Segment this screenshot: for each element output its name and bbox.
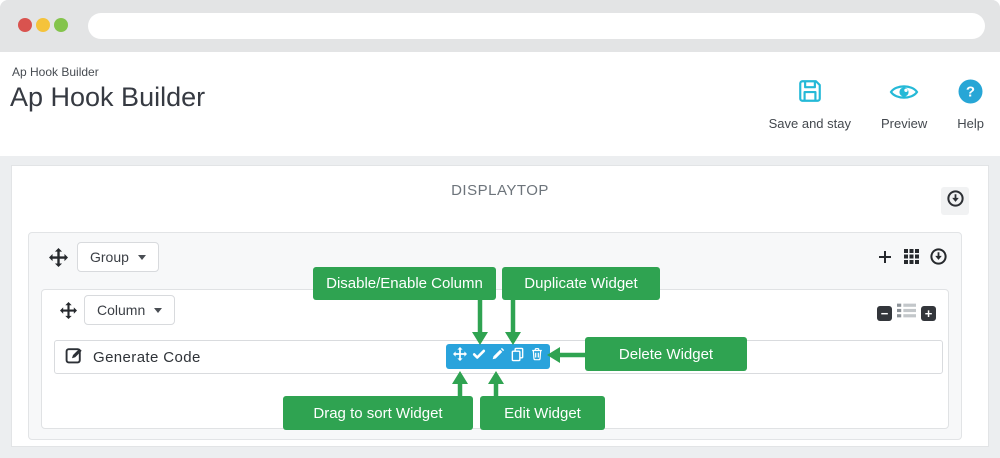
- address-bar-input[interactable]: [88, 13, 985, 39]
- callout-label: Duplicate Widget: [524, 275, 638, 292]
- shrink-column-button[interactable]: −: [877, 305, 892, 321]
- save-and-stay-label: Save and stay: [768, 116, 851, 131]
- edit-widget-button[interactable]: [491, 347, 505, 366]
- breadcrumb: Ap Hook Builder: [12, 65, 99, 79]
- callout-duplicate-widget: Duplicate Widget: [502, 267, 660, 300]
- callout-label: Edit Widget: [504, 404, 581, 422]
- help-label: Help: [957, 116, 984, 131]
- chevron-down-icon: [137, 254, 146, 260]
- page-title: Ap Hook Builder: [10, 82, 206, 112]
- trash-icon: [530, 347, 544, 366]
- toggle-widget-button[interactable]: [472, 347, 486, 366]
- edit-pencil-square-icon[interactable]: [65, 345, 84, 369]
- callout-label: Drag to sort Widget: [313, 404, 443, 422]
- add-column-button[interactable]: [877, 249, 893, 270]
- save-icon: [797, 78, 823, 109]
- column-list-button[interactable]: [897, 303, 916, 323]
- drag-widget-button[interactable]: [452, 347, 467, 366]
- move-icon: [60, 302, 77, 323]
- header-actions: Save and stay Preview ?: [769, 78, 984, 131]
- widget-toolbar: [446, 344, 550, 369]
- chevron-down-icon: [154, 307, 163, 313]
- move-icon: [49, 248, 68, 271]
- callout-label: Disable/Enable Column: [326, 275, 483, 292]
- callout-drag-to-sort-widget: Drag to sort Widget: [283, 396, 473, 430]
- group-tools: [877, 248, 947, 270]
- hook-collapse-button[interactable]: [941, 187, 969, 215]
- group-drag-handle[interactable]: [49, 248, 68, 272]
- group-dropdown-label: Group: [90, 249, 129, 265]
- preview-label: Preview: [881, 116, 928, 131]
- hook-title: DISPLAYTOP: [451, 182, 549, 199]
- list-icon: [897, 303, 916, 323]
- circle-down-icon: [930, 248, 947, 270]
- copy-icon: [510, 347, 525, 367]
- plus-square-icon: +: [924, 305, 933, 321]
- column-dropdown-button[interactable]: Column: [84, 295, 176, 325]
- callout-delete-widget: Delete Widget: [585, 337, 747, 371]
- check-icon: [472, 347, 486, 366]
- delete-widget-button[interactable]: [530, 347, 544, 366]
- save-and-stay-button[interactable]: Save and stay: [769, 78, 851, 131]
- group-collapse-button[interactable]: [930, 248, 947, 270]
- callout-label: Delete Widget: [618, 345, 714, 363]
- duplicate-widget-button[interactable]: [510, 347, 525, 367]
- pencil-icon: [491, 347, 505, 366]
- grid-icon: [904, 249, 919, 269]
- maximize-dot-icon[interactable]: [54, 18, 68, 32]
- widget-label: Generate Code: [93, 348, 201, 366]
- callout-edit-widget: Edit Widget: [480, 396, 605, 430]
- browser-titlebar: [0, 0, 1000, 52]
- plus-icon: [877, 249, 893, 270]
- preview-button[interactable]: Preview: [881, 80, 927, 131]
- svg-text:?: ?: [966, 84, 975, 101]
- column-drag-handle[interactable]: [60, 302, 77, 324]
- circle-down-icon: [946, 190, 964, 212]
- group-dropdown-button[interactable]: Group: [77, 242, 159, 272]
- help-button[interactable]: ? Help: [957, 79, 984, 131]
- grow-column-button[interactable]: +: [921, 305, 936, 321]
- column-tools: − +: [877, 303, 936, 323]
- page-header: Ap Hook Builder Ap Hook Builder Save and…: [0, 52, 1000, 156]
- minimize-dot-icon[interactable]: [36, 18, 50, 32]
- grid-layout-button[interactable]: [904, 249, 919, 269]
- close-dot-icon[interactable]: [18, 18, 32, 32]
- move-icon: [452, 347, 467, 366]
- column-dropdown-label: Column: [97, 302, 146, 318]
- callout-disable-enable-column: Disable/Enable Column: [313, 267, 496, 300]
- eye-icon: [889, 80, 919, 109]
- window-controls: [18, 18, 68, 32]
- minus-square-icon: −: [880, 305, 889, 321]
- help-icon: ?: [958, 79, 983, 109]
